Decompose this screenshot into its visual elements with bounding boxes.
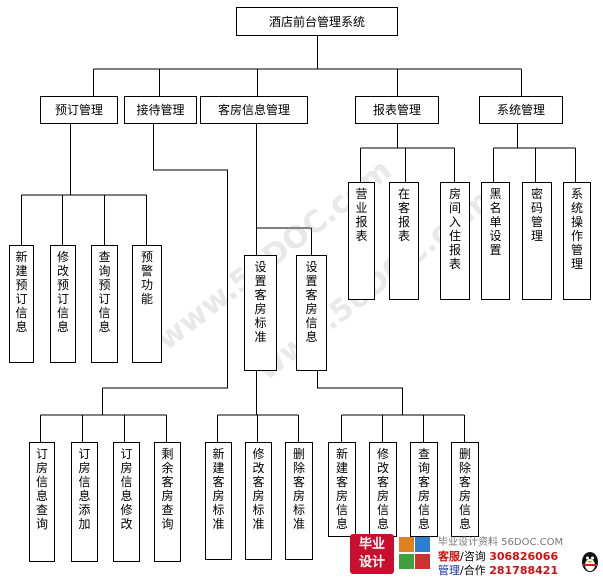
system-title-node: 酒店前台管理系统: [236, 7, 398, 36]
puzzle-icon: [399, 537, 430, 569]
node-reception-management: 接待管理: [124, 96, 197, 124]
node-reservation-query: 订 房 信 息 查 询: [29, 442, 55, 562]
node-modify-room-info: 修 改 客 房 信 息: [369, 442, 397, 537]
footer-banner: 毕业 设计 毕业设计资料 56DOC.COM 客服/咨询 306826066 管…: [350, 530, 603, 577]
node-modify-booking: 修 改 预 订 信 息: [50, 245, 76, 363]
node-room-info-management: 客房信息管理: [200, 96, 308, 124]
brand-logo: 毕业 设计: [350, 534, 394, 574]
node-set-room-standard: 设 置 客 房 标 准: [244, 255, 277, 371]
node-delete-room-standard: 删 除 客 房 标 准: [285, 442, 313, 560]
node-occupancy-report: 房 间 入 住 报 表: [440, 182, 470, 300]
node-modify-room-standard: 修 改 客 房 标 准: [245, 442, 272, 560]
site-caption: 毕业设计资料 56DOC.COM: [438, 537, 564, 548]
node-query-room-info: 查 询 客 房 信 息: [410, 442, 438, 537]
node-alert-function: 预 警 功 能: [132, 245, 162, 363]
node-password-management: 密 码 管 理: [522, 182, 552, 300]
manage-number: 281788421: [489, 564, 559, 577]
manage-label: 管理: [438, 564, 460, 577]
logo-line-2: 设计: [358, 555, 385, 570]
node-system-management: 系统管理: [479, 96, 563, 124]
node-delete-room-info: 删 除 客 房 信 息: [451, 442, 479, 537]
node-guest-report: 在 客 报 表: [389, 182, 419, 300]
node-business-report: 营 业 报 表: [348, 182, 375, 300]
service-contact: 客服/咨询 306826066: [438, 548, 558, 564]
logo-line-1: 毕业: [358, 537, 385, 552]
node-booking-management: 预订管理: [40, 96, 118, 124]
node-operation-management: 系 统 操 作 管 理: [563, 182, 591, 300]
node-report-management: 报表管理: [355, 96, 439, 124]
node-new-room-info: 新 建 客 房 信 息: [328, 442, 356, 537]
node-reservation-modify: 订 房 信 息 修 改: [113, 442, 140, 562]
node-reservation-add: 订 房 信 息 添 加: [71, 442, 98, 562]
manage-contact: 管理/合作 281788421: [438, 562, 558, 578]
node-query-booking: 查 询 预 订 信 息: [91, 245, 118, 363]
node-new-room-standard: 新 建 客 房 标 准: [205, 442, 232, 560]
node-blacklist-setting: 黑 名 单 设 置: [481, 182, 510, 300]
node-new-booking: 新 建 预 订 信 息: [9, 245, 34, 363]
service-number: 306826066: [489, 550, 559, 563]
penguin-icon: [582, 552, 598, 572]
cooperate-label: /合作: [460, 564, 486, 577]
node-vacant-room-query: 剩 余 客 房 查 询: [154, 442, 181, 562]
service-label: 客服: [438, 550, 460, 563]
consult-label: /咨询: [460, 550, 486, 563]
node-set-room-info: 设 置 客 房 信 息: [296, 255, 327, 371]
